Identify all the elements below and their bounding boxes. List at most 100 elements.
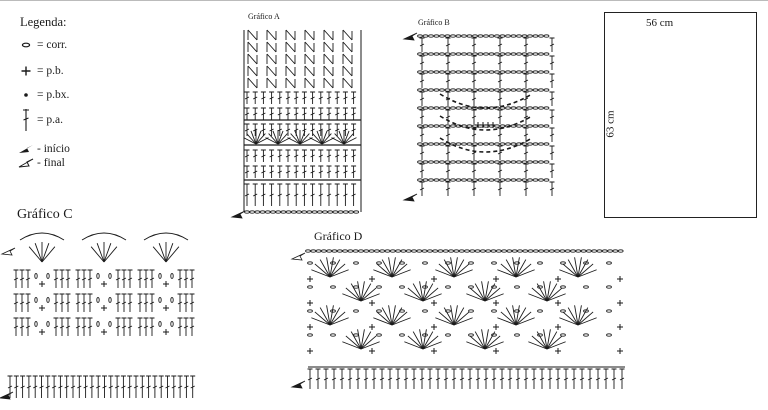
chain-stitch	[472, 70, 478, 74]
chain-stitch	[285, 210, 292, 214]
cross-stitch	[304, 53, 315, 65]
double-crochet-stitch	[549, 55, 555, 70]
chain-stitch	[439, 34, 445, 38]
chain-stitch	[395, 249, 401, 253]
double-crochet-stitch	[523, 55, 529, 70]
fan-stitch	[500, 311, 517, 326]
chain-stitch	[433, 160, 440, 164]
cross-stitch	[285, 77, 296, 89]
chain-stitch	[455, 70, 462, 74]
chain-stitch	[521, 106, 528, 110]
double-crochet-stitch	[53, 317, 59, 336]
double-crochet-stitch	[121, 317, 127, 336]
single-crochet-stitch	[493, 276, 499, 282]
chain-stitch	[353, 210, 360, 214]
fan-stitch	[360, 287, 377, 302]
chain-arch	[439, 137, 533, 153]
chain-stitch	[583, 333, 589, 337]
chain-stitch	[411, 249, 417, 253]
chart-a-diagram	[230, 29, 362, 219]
chain-stitch	[474, 249, 481, 253]
single-crochet-stitch	[39, 305, 45, 311]
chain-stitch	[570, 249, 576, 253]
double-crochet-stitch	[277, 183, 283, 206]
double-crochet-stitch	[45, 375, 51, 398]
double-crochet-stitch	[334, 123, 340, 136]
chain-stitch	[527, 178, 533, 182]
fan-stitch	[41, 243, 50, 263]
fan-stitch	[481, 281, 486, 302]
fan-stitch	[469, 287, 486, 302]
double-crochet-stitch	[269, 165, 275, 178]
chart-d-title: Gráfico D	[314, 229, 363, 243]
single-crochet-plus-icon	[18, 65, 34, 77]
chart-b-diagram	[402, 32, 555, 202]
chain-stitch	[405, 249, 412, 253]
chain-stitch	[422, 178, 429, 182]
chain-stitch	[468, 285, 474, 289]
fan-stitch	[422, 335, 439, 350]
chain-stitch	[455, 142, 462, 146]
double-crochet-stitch	[183, 375, 189, 398]
chain-stitch	[466, 106, 473, 110]
fan-stitch	[469, 335, 486, 350]
single-crochet-stitch	[369, 324, 375, 330]
chain-stitch	[444, 160, 451, 164]
cross-stitch	[247, 77, 258, 89]
double-crochet-stitch	[115, 269, 121, 288]
double-crochet-stitch	[108, 375, 114, 398]
double-crochet-stitch	[342, 149, 348, 162]
chain-stitch	[527, 34, 533, 38]
chain-stitch	[505, 142, 511, 146]
double-crochet-stitch	[127, 269, 133, 288]
chain-stitch	[499, 52, 506, 56]
chain-stitch	[347, 249, 354, 253]
chain-stitch	[439, 142, 445, 146]
chain-stitch	[521, 70, 528, 74]
chain-stitch	[399, 261, 405, 265]
cross-stitch	[285, 41, 296, 53]
chain-stitch	[433, 178, 440, 182]
cross-stitch	[266, 53, 277, 65]
fan-stitch	[350, 331, 362, 350]
chain-stitch	[559, 249, 566, 253]
fan-stitch	[103, 243, 112, 263]
fan-stitch	[484, 335, 501, 350]
double-crochet-stitch	[146, 375, 152, 398]
chain-stitch	[586, 249, 592, 253]
chain-stitch	[348, 210, 354, 214]
chain-stitch	[543, 249, 550, 253]
double-crochet-stitch	[351, 165, 357, 178]
fan-stitch	[567, 259, 579, 278]
fan-stitch	[268, 133, 279, 145]
double-crochet-stitch	[507, 368, 513, 389]
double-crochet-stitch	[158, 375, 164, 398]
chain-stitch	[455, 178, 462, 182]
double-crochet-stitch	[53, 293, 59, 312]
double-crochet-stitch	[13, 269, 19, 288]
chain-stitch	[499, 124, 506, 128]
cross-stitch	[247, 41, 258, 53]
double-crochet-stitch	[189, 317, 195, 336]
chain-stitch	[433, 34, 440, 38]
chain-stitch	[494, 34, 500, 38]
single-crochet-stitch	[555, 348, 561, 354]
double-crochet-stitch	[310, 165, 316, 178]
chain-stitch	[46, 297, 50, 303]
chain-stitch	[543, 124, 550, 128]
fan-stitch	[343, 137, 357, 145]
chain-stitch	[330, 261, 336, 265]
chain-stitch	[596, 249, 603, 253]
fan-stitch	[345, 287, 362, 302]
double-crochet-stitch	[189, 293, 195, 312]
fan-stitch	[546, 335, 563, 350]
double-crochet-stitch	[19, 317, 25, 336]
double-crochet-stitch	[351, 183, 357, 206]
chain-stitch	[170, 321, 174, 327]
chain-stitch	[450, 88, 456, 92]
fan-stitch	[422, 331, 434, 350]
chain-stitch	[158, 297, 162, 303]
fan-stitch	[577, 305, 582, 326]
fan-stitch	[481, 329, 486, 350]
cross-stitch	[266, 41, 277, 53]
